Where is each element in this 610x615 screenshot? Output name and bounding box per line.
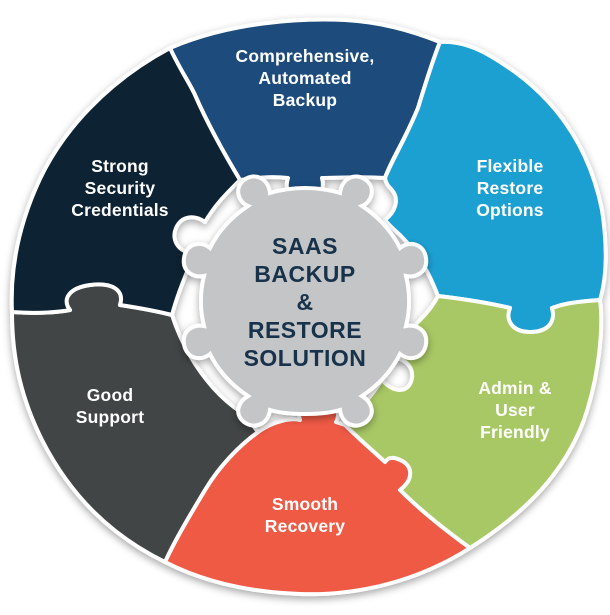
label-line: Security [84, 178, 156, 198]
label-line: Strong [91, 156, 149, 176]
center-title-line: BACKUP [254, 261, 356, 287]
label-line: Backup [272, 90, 338, 110]
label-line: Support [75, 407, 145, 427]
label-line: Comprehensive, [235, 46, 375, 66]
center-title-line: SOLUTION [243, 345, 367, 371]
label-strong-security: Strong Security Credentials [50, 155, 190, 221]
label-line: Recovery [264, 516, 346, 536]
label-comprehensive-backup: Comprehensive, Automated Backup [205, 45, 405, 111]
center-gear-shape [181, 174, 429, 428]
label-line: Smooth [271, 494, 339, 514]
label-line: User [495, 400, 535, 420]
center-title-line: SAAS [272, 233, 338, 259]
label-line: Automated [258, 68, 352, 88]
center-title: SAAS BACKUP & RESTORE SOLUTION [205, 232, 405, 372]
label-line: Good [86, 385, 134, 405]
label-flexible-restore: Flexible Restore Options [440, 155, 580, 221]
label-admin-user-friendly: Admin & User Friendly [445, 377, 585, 443]
center-title-line: RESTORE [247, 317, 363, 343]
label-smooth-recovery: Smooth Recovery [230, 493, 380, 537]
label-good-support: Good Support [40, 384, 180, 428]
label-line: Friendly [480, 422, 550, 442]
label-line: Restore [476, 178, 544, 198]
label-line: Options [476, 200, 544, 220]
label-line: Flexible [476, 156, 544, 176]
center-title-line: & [296, 289, 314, 315]
piece-strong-security-shape [9, 46, 242, 317]
label-line: Credentials [71, 200, 169, 220]
label-line: Admin & [478, 378, 552, 398]
